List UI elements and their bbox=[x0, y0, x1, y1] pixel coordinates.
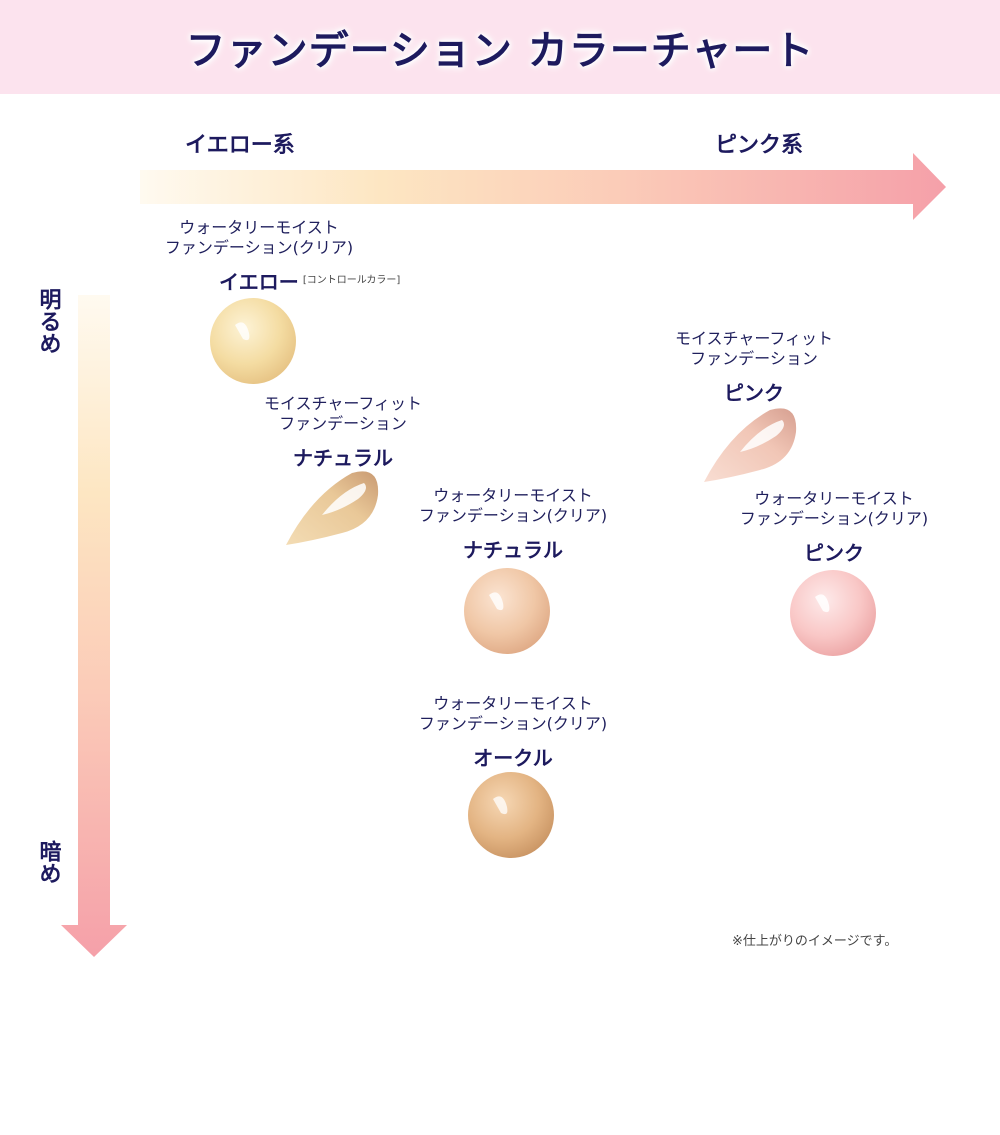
product-line: ファンデーション(クリア) bbox=[418, 506, 608, 525]
product-line: ウォータリーモイスト bbox=[433, 694, 593, 713]
swatch-watery-natural bbox=[464, 568, 550, 654]
product-shade: ピンク bbox=[804, 541, 864, 565]
footnote: ※仕上がりのイメージです。 bbox=[732, 934, 898, 949]
swatch-moisture-pink bbox=[704, 408, 797, 482]
swatch-ochre bbox=[468, 772, 554, 858]
product-line: ウォータリーモイスト bbox=[179, 218, 339, 237]
product-line: ファンデーション(クリア) bbox=[739, 509, 929, 528]
page-title: ファンデーション カラーチャート bbox=[185, 28, 815, 74]
product-line: ウォータリーモイスト bbox=[754, 489, 914, 508]
product-shade: イエロー[コントロールカラー] bbox=[219, 270, 401, 294]
axis-label-bright: 明るめ bbox=[35, 288, 61, 354]
swatch-yellow bbox=[210, 298, 296, 384]
product-line: モイスチャーフィット bbox=[263, 394, 423, 413]
product-moisture-fit-pink: モイスチャーフィット ファンデーション ピンク bbox=[624, 329, 884, 406]
product-shade: オークル bbox=[473, 746, 553, 770]
axis-label-dark: 暗め bbox=[35, 840, 61, 884]
product-watery-moist-pink: ウォータリーモイスト ファンデーション(クリア) ピンク bbox=[704, 489, 964, 566]
vertical-axis-arrow bbox=[61, 295, 127, 957]
product-line: ウォータリーモイスト bbox=[433, 486, 593, 505]
product-watery-moist-ochre: ウォータリーモイスト ファンデーション(クリア) オークル bbox=[383, 694, 643, 771]
product-shade: ナチュラル bbox=[293, 446, 393, 470]
product-line: モイスチャーフィット bbox=[674, 329, 834, 348]
product-watery-moist-natural: ウォータリーモイスト ファンデーション(クリア) ナチュラル bbox=[383, 486, 643, 563]
product-moisture-fit-natural: モイスチャーフィット ファンデーション ナチュラル bbox=[213, 394, 473, 471]
product-watery-moist-yellow: ウォータリーモイスト ファンデーション(クリア) イエロー[コントロールカラー] bbox=[129, 218, 401, 295]
product-line: ファンデーション bbox=[279, 414, 407, 433]
product-note: [コントロールカラー] bbox=[302, 275, 401, 286]
product-line: ファンデーション(クリア) bbox=[418, 714, 608, 733]
product-shade: ナチュラル bbox=[463, 538, 563, 562]
axis-label-pink: ピンク系 bbox=[715, 133, 804, 158]
product-line: ファンデーション bbox=[690, 349, 818, 368]
header-banner: ファンデーション カラーチャート bbox=[0, 0, 1000, 94]
product-shade: ピンク bbox=[724, 381, 784, 405]
axis-label-yellow: イエロー系 bbox=[185, 133, 295, 158]
swatch-watery-pink bbox=[790, 570, 876, 656]
horizontal-axis-arrow bbox=[140, 153, 946, 220]
product-line: ファンデーション(クリア) bbox=[164, 238, 354, 257]
swatch-moisture-natural bbox=[286, 471, 379, 545]
